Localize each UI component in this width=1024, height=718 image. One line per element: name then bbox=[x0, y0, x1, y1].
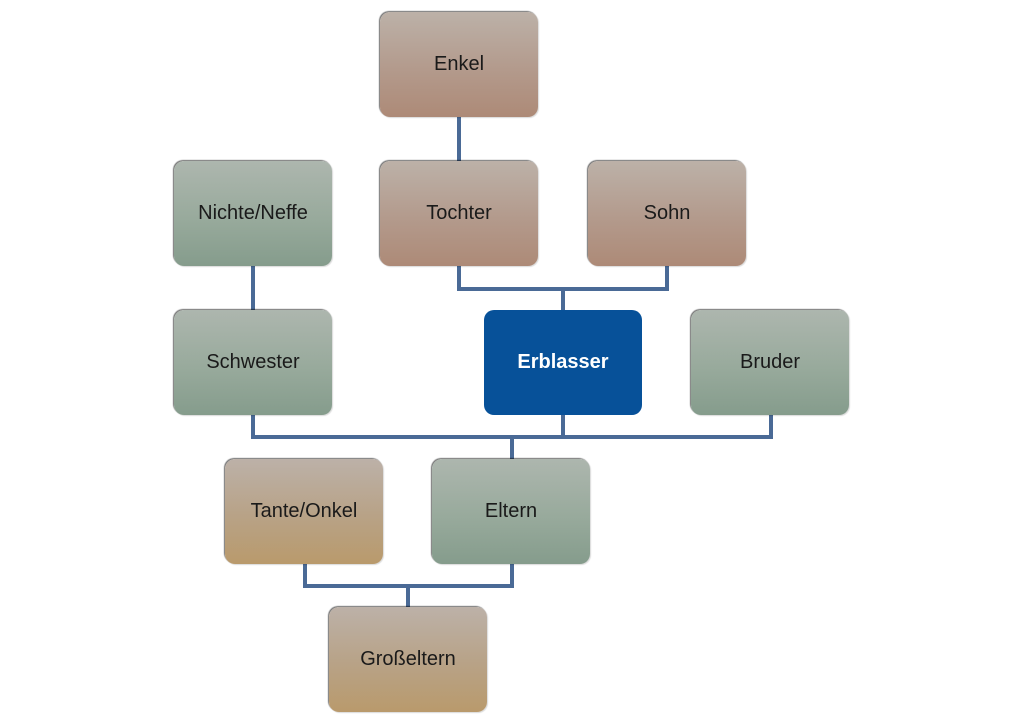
node-label: Tante/Onkel bbox=[250, 500, 358, 522]
node-eltern[interactable]: Eltern bbox=[432, 459, 590, 564]
node-label: Sohn bbox=[643, 202, 691, 224]
connector-grosseltern-children bbox=[303, 564, 514, 607]
node-enkel[interactable]: Enkel bbox=[380, 12, 538, 117]
node-label: Schwester bbox=[206, 351, 300, 373]
node-label: Großeltern bbox=[360, 648, 456, 670]
node-tochter[interactable]: Tochter bbox=[380, 161, 538, 266]
connector-eltern-children bbox=[251, 415, 773, 459]
node-label: Enkel bbox=[433, 53, 485, 75]
node-label: Nichte/Neffe bbox=[198, 202, 308, 224]
node-label: Eltern bbox=[484, 500, 538, 522]
node-grosseltern[interactable]: Großeltern bbox=[329, 607, 487, 712]
node-bruder[interactable]: Bruder bbox=[691, 310, 849, 415]
node-erblasser[interactable]: Erblasser bbox=[484, 310, 642, 415]
node-sohn[interactable]: Sohn bbox=[588, 161, 746, 266]
connector-erblasser-children bbox=[457, 266, 669, 310]
node-tante-onkel[interactable]: Tante/Onkel bbox=[225, 459, 383, 564]
node-schwester[interactable]: Schwester bbox=[174, 310, 332, 415]
node-nichte-neffe[interactable]: Nichte/Neffe bbox=[174, 161, 332, 266]
node-label: Bruder bbox=[739, 351, 801, 373]
node-label: Erblasser bbox=[517, 351, 609, 373]
node-label: Tochter bbox=[426, 202, 492, 224]
